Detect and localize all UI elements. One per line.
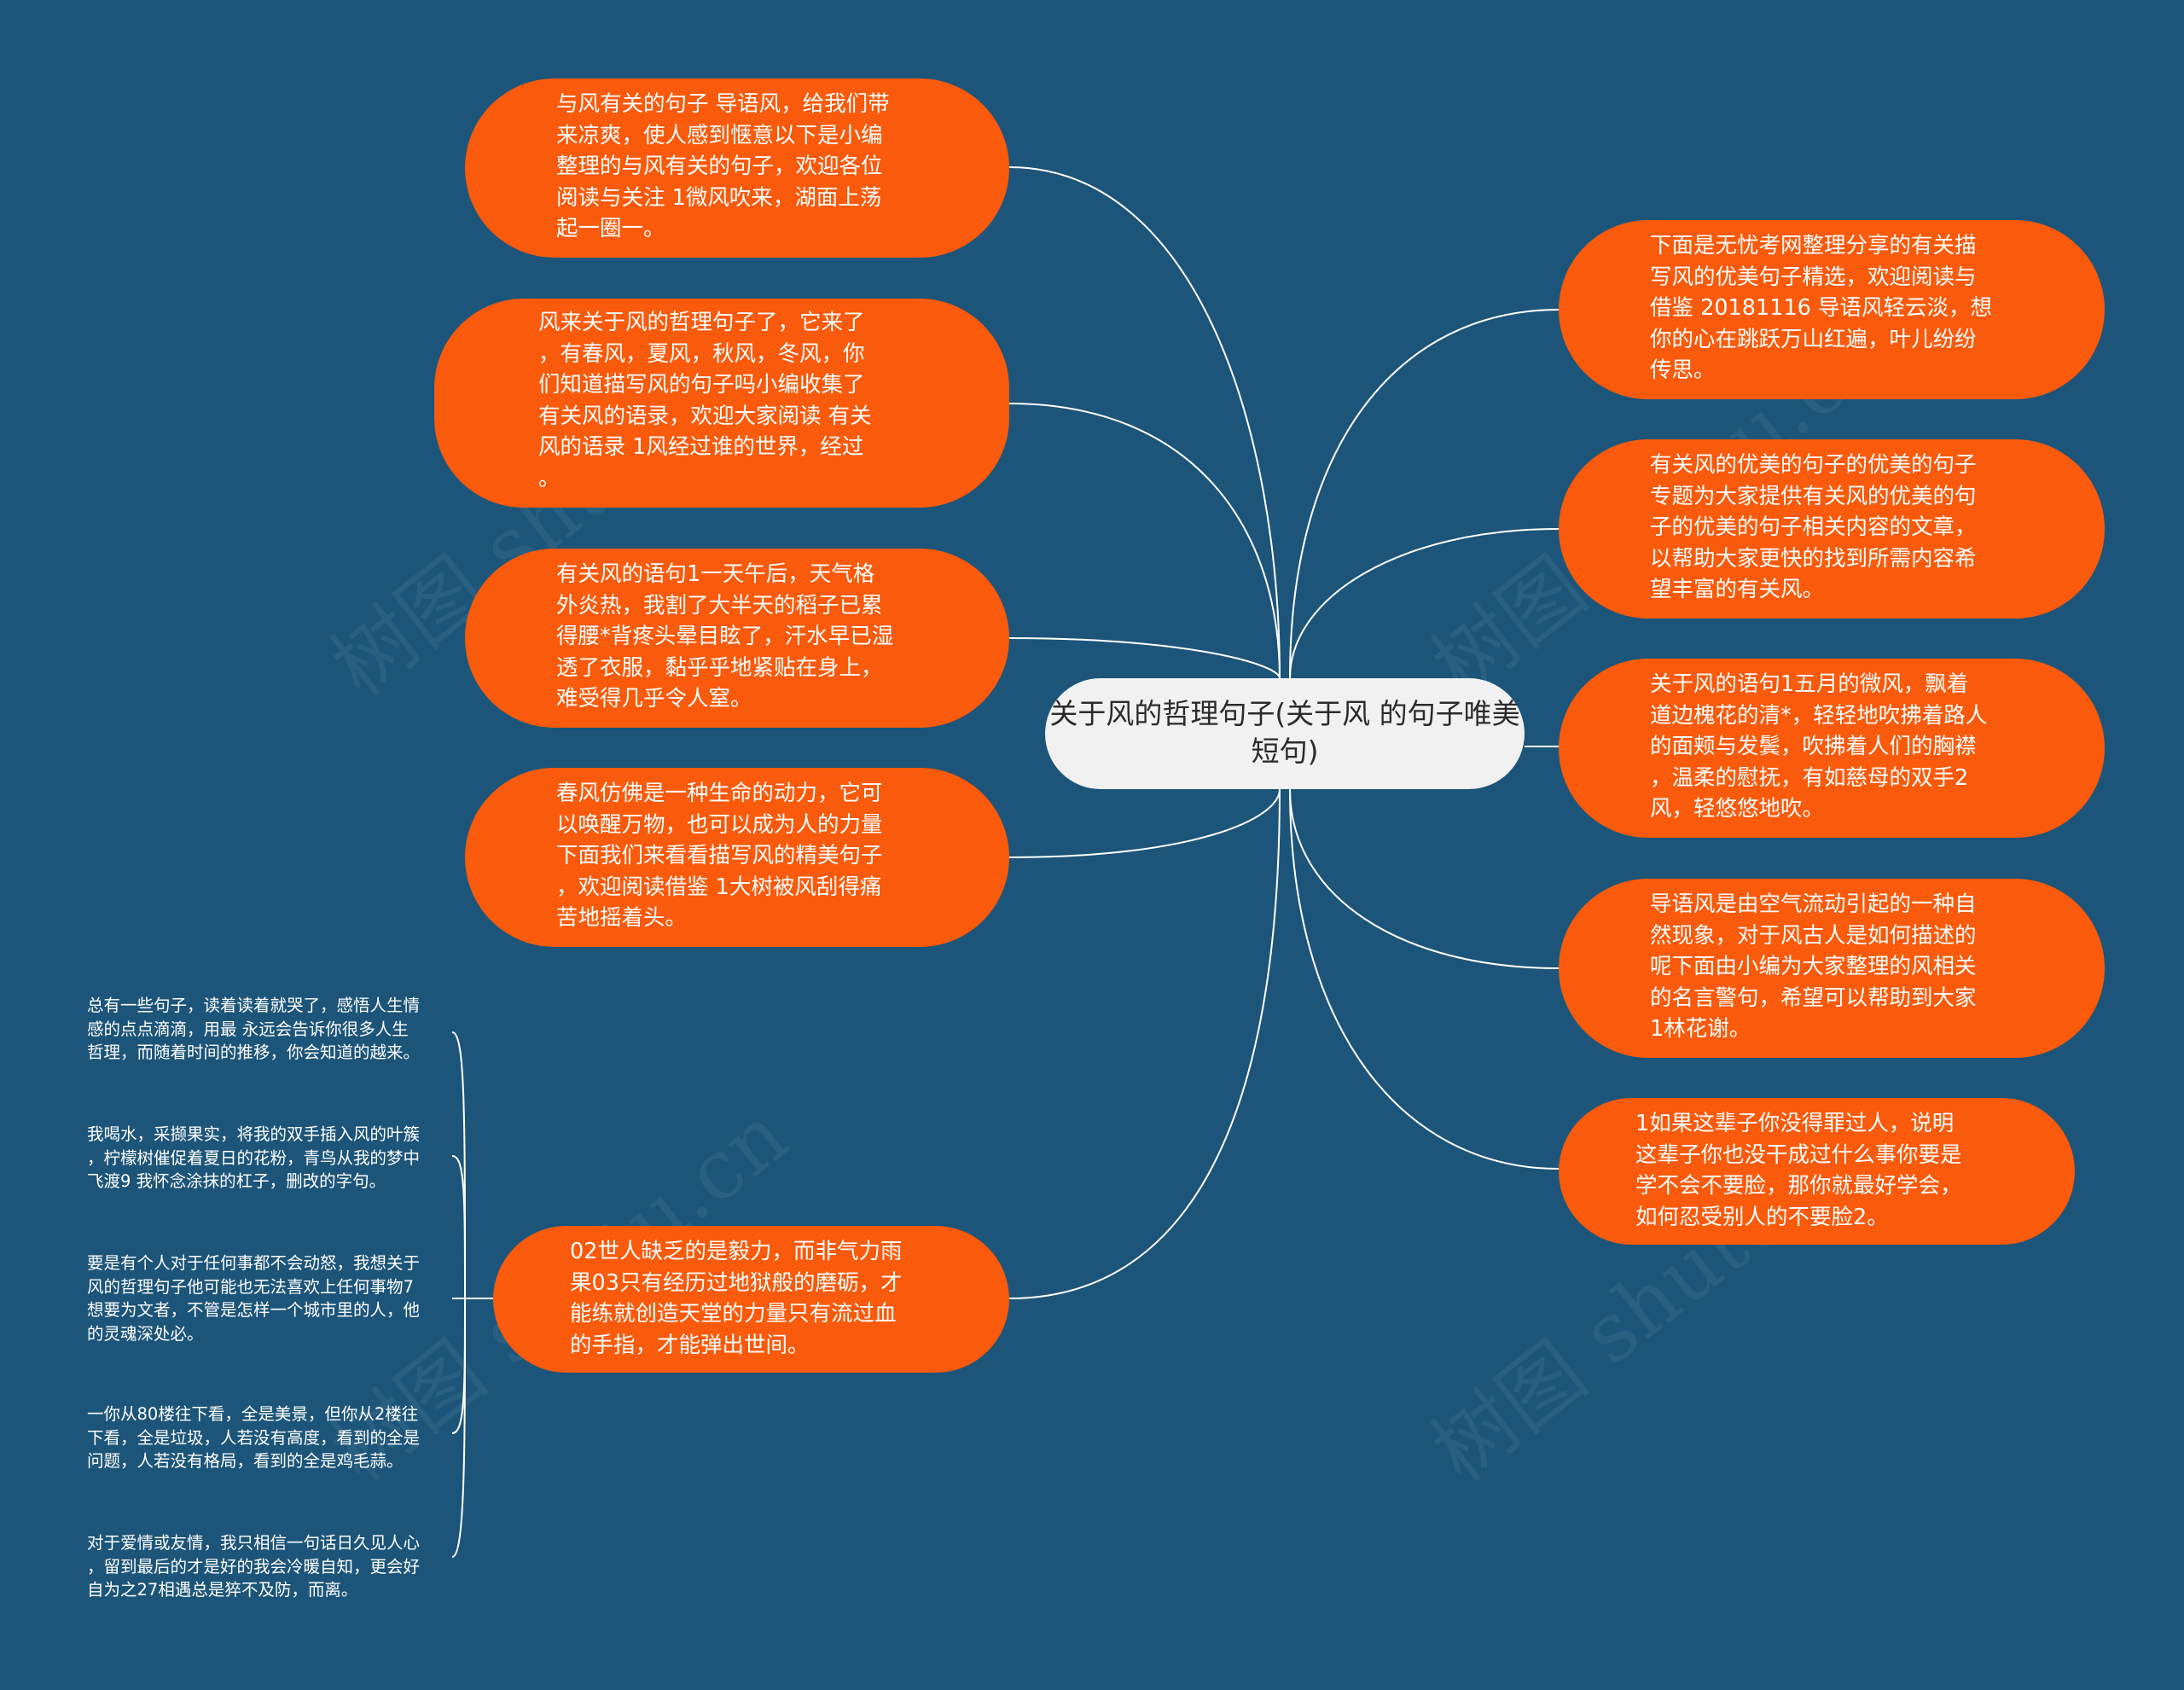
topic-node-text: 导语风是由空气流动引起的一种自 然现象，对于风古人是如何描述的 呢下面由小编为大…: [1650, 891, 1977, 1042]
link-right-5: [1289, 788, 1560, 1170]
topic-node-right-4[interactable]: 导语风是由空气流动引起的一种自 然现象，对于风古人是如何描述的 呢下面由小编为大…: [1559, 879, 2105, 1058]
leaf-topic-3[interactable]: 要是有个人对于任何事都不会动怒，我想关于 风的哲理句子他可能也无法喜欢上任何事物…: [87, 1253, 421, 1344]
topic-node-left-3[interactable]: 有关风的语句1一天午后，天气格 外炎热，我割了大半天的稻子已累 得腰*背疼头晕目…: [465, 549, 1009, 728]
topic-node-text: 有关风的语句1一天午后，天气格 外炎热，我割了大半天的稻子已累 得腰*背疼头晕目…: [556, 561, 894, 711]
topic-node-text: 1如果这辈子你没得罪过人，说明 这辈子你也没干成过什么事你要是 学不会不要脸，那…: [1635, 1111, 1962, 1230]
leaf-topic-4[interactable]: 一你从80楼往下看，全是美景，但你从2楼往 下看，全是垃圾，人若没有高度，看到的…: [87, 1404, 421, 1471]
link-right-4: [1289, 788, 1560, 969]
leaf-topic-2[interactable]: 我喝水，采撷果实，将我的双手插入风的叶簇 ，柠檬树催促着夏日的花粉，青鸟从我的梦…: [87, 1124, 421, 1191]
topic-node-right-1[interactable]: 下面是无忧考网整理分享的有关描 写风的优美句子精选，欢迎阅读与 借鉴 20181…: [1559, 220, 2105, 399]
topic-node-right-2[interactable]: 有关风的优美的句子的优美的句子 专题为大家提供有关风的优美的句 子的优美的句子相…: [1559, 439, 2105, 619]
link-right-2: [1289, 528, 1560, 679]
topic-node-text: 02世人缺乏的是毅力，而非气力雨 果03只有经历过地狱般的磨砺，才 能练就创造天…: [570, 1239, 903, 1358]
link-right-1: [1289, 309, 1560, 679]
topic-node-text: 风来关于风的哲理句子了，它来了 ，有春风，夏风，秋风，冬风，你 们知道描写风的句…: [538, 310, 872, 491]
topic-node-right-3[interactable]: 关于风的语句1五月的微风，飘着 道边槐花的清*，轻轻地吹拂着路人 的面颊与发鬓，…: [1559, 659, 2105, 838]
link-leaf-5: [451, 1298, 466, 1558]
link-left-1: [1008, 166, 1281, 679]
link-leaf-2: [451, 1155, 466, 1299]
topic-node-left-5[interactable]: 02世人缺乏的是毅力，而非气力雨 果03只有经历过地狱般的磨砺，才 能练就创造天…: [493, 1226, 1009, 1373]
topic-node-text: 下面是无忧考网整理分享的有关描 写风的优美句子精选，欢迎阅读与 借鉴 20181…: [1650, 233, 1993, 383]
topic-node-text: 春风仿佛是一种生命的动力，它可 以唤醒万物，也可以成为人的力量 下面我们来看看描…: [556, 781, 883, 931]
link-left-5: [1008, 788, 1281, 1299]
leaf-topic-5[interactable]: 对于爱情或友情，我只相信一句话日久见人心 ，留到最后的才是好的我会冷暖自知，更会…: [87, 1533, 421, 1600]
leaf-topic-1[interactable]: 总有一些句子，读着读着就哭了，感悟人生情 感的点点滴滴，用最 永远会告诉你很多人…: [87, 996, 421, 1062]
link-left-2: [1008, 403, 1281, 679]
topic-node-left-1[interactable]: 与风有关的句子 导语风，给我们带 来凉爽，使人感到惬意以下是小编 整理的与风有关…: [465, 78, 1009, 258]
topic-node-right-5[interactable]: 1如果这辈子你没得罪过人，说明 这辈子你也没干成过什么事你要是 学不会不要脸，那…: [1559, 1098, 2075, 1245]
topic-node-text: 有关风的优美的句子的优美的句子 专题为大家提供有关风的优美的句 子的优美的句子相…: [1650, 452, 1977, 602]
topic-node-left-2[interactable]: 风来关于风的哲理句子了，它来了 ，有春风，夏风，秋风，冬风，你 们知道描写风的句…: [434, 299, 1009, 508]
link-left-4: [1008, 788, 1281, 858]
topic-node-text: 关于风的语句1五月的微风，飘着 道边槐花的清*，轻轻地吹拂着路人 的面颊与发鬓，…: [1650, 671, 1988, 822]
link-left-3: [1008, 637, 1281, 679]
central-topic-label: 关于风的哲理句子(关于风 的句子唯美短句): [1049, 697, 1520, 768]
central-topic[interactable]: 关于风的哲理句子(关于风 的句子唯美短句): [1045, 678, 1525, 789]
topic-node-text: 与风有关的句子 导语风，给我们带 来凉爽，使人感到惬意以下是小编 整理的与风有关…: [556, 91, 890, 241]
topic-node-left-4[interactable]: 春风仿佛是一种生命的动力，它可 以唤醒万物，也可以成为人的力量 下面我们来看看描…: [465, 768, 1009, 947]
